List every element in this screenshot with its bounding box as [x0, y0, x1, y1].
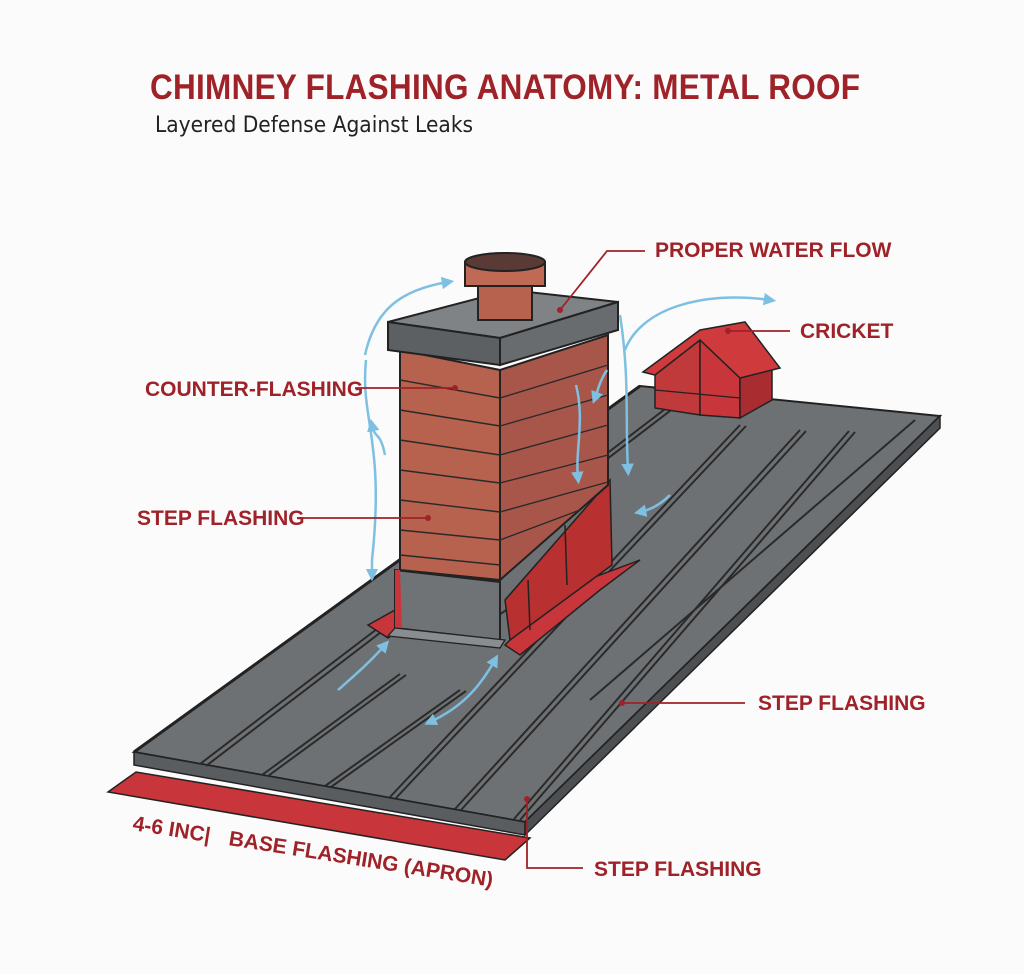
- label-step-flashing-bottom: STEP FLASHING: [594, 858, 762, 881]
- label-measurement: 4-6 INC|: [131, 812, 212, 847]
- water-arrow: [363, 276, 455, 356]
- water-arrow: [337, 640, 390, 691]
- label-counter-flashing: COUNTER-FLASHING: [145, 378, 363, 401]
- water-arrow: [367, 418, 387, 456]
- page-title: CHIMNEY FLASHING ANATOMY: METAL ROOF: [150, 68, 861, 107]
- label-step-flashing-left: STEP FLASHING: [137, 507, 305, 530]
- water-arrow: [623, 292, 777, 351]
- water-arrow: [618, 314, 634, 477]
- water-arrow: [591, 369, 609, 404]
- water-arrow: [571, 384, 584, 485]
- water-arrow: [363, 359, 379, 582]
- label-step-flashing-right: STEP FLASHING: [758, 692, 926, 715]
- cricket: [641, 321, 782, 420]
- water-flow-arrows: [337, 276, 777, 726]
- page-subtitle: Layered Defense Against Leaks: [155, 113, 474, 138]
- water-arrow: [633, 494, 671, 517]
- leader-lines: [303, 250, 790, 869]
- label-cricket: CRICKET: [800, 320, 894, 343]
- base-flashing-apron: [106, 771, 532, 861]
- water-arrow: [424, 654, 499, 726]
- chimney: [386, 252, 619, 649]
- label-proper-water-flow: PROPER WATER FLOW: [655, 239, 892, 262]
